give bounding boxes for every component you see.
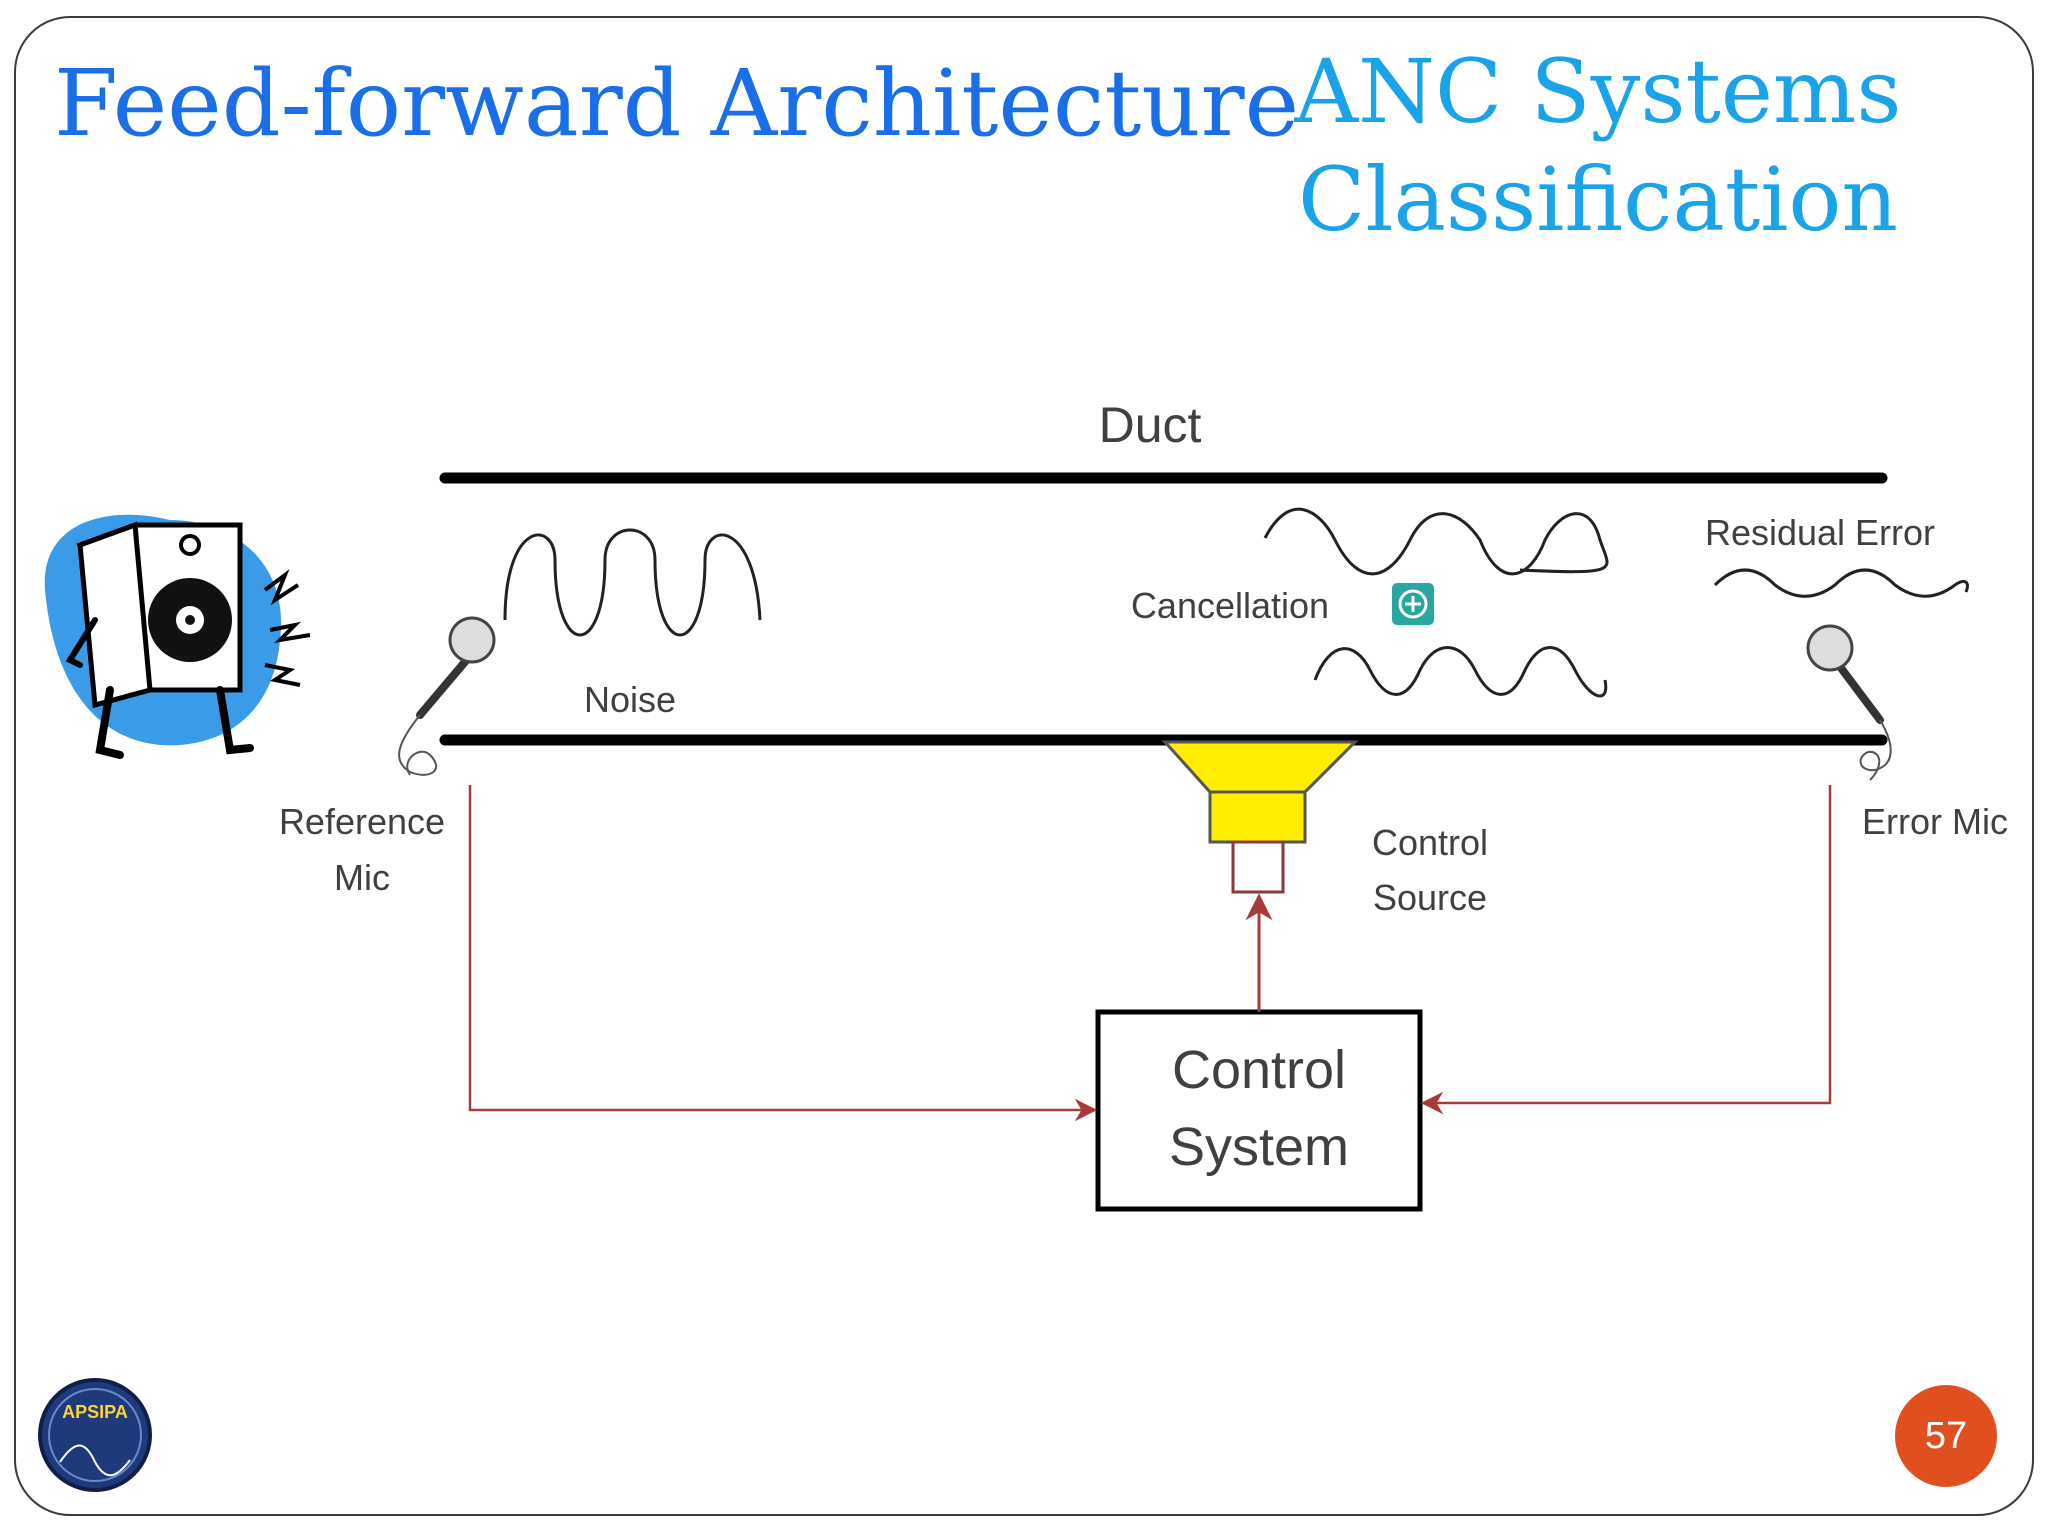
control-source-speaker-icon xyxy=(1161,740,1359,894)
error-signal-arrow xyxy=(1420,785,1832,1115)
section-title: ANC Systems Classification xyxy=(1238,38,1958,254)
error-mic-label: Error Mic xyxy=(1862,801,2008,842)
control-system-box xyxy=(1095,1009,1423,1212)
slide-frame xyxy=(14,16,2034,1516)
noise-wave xyxy=(503,528,762,637)
control-source-label-2: Source xyxy=(1373,877,1487,918)
reference-mic-label-1: Reference xyxy=(279,801,445,842)
apsipa-logo: APSIPA xyxy=(38,1378,152,1492)
control-system-label-1: Control xyxy=(1172,1040,1346,1100)
noise-source-speaker-icon xyxy=(44,514,311,759)
reference-signal-arrow xyxy=(468,785,1098,1122)
slide-title: Feed-forward Architecture xyxy=(54,50,1300,157)
control-source-label-1: Control xyxy=(1372,822,1488,863)
error-mic-icon xyxy=(1806,624,1892,781)
noise-label: Noise xyxy=(584,679,676,720)
section-title-line2: Classification xyxy=(1297,148,1898,251)
duct-label: Duct xyxy=(1099,397,1202,453)
page-number-badge: 57 xyxy=(1895,1385,1997,1487)
plus-icon xyxy=(1392,583,1434,625)
apsipa-logo-text: APSIPA xyxy=(62,1402,128,1422)
reference-mic-icon xyxy=(398,616,496,776)
upper-wave xyxy=(1263,507,1609,576)
residual-error-label: Residual Error xyxy=(1705,512,1935,553)
cancellation-label: Cancellation xyxy=(1131,585,1329,626)
residual-wave xyxy=(1713,568,1969,598)
reference-mic-label-2: Mic xyxy=(334,857,390,898)
lower-wave xyxy=(1313,646,1608,698)
section-title-line1: ANC Systems xyxy=(1294,40,1902,143)
control-system-label-2: System xyxy=(1169,1117,1349,1177)
